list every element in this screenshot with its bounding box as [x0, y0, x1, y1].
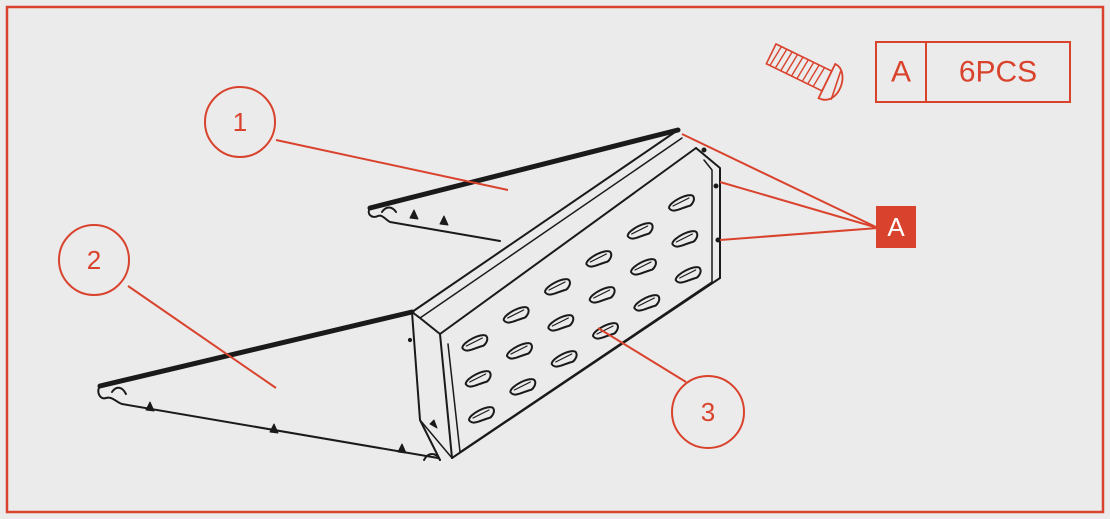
fastener-badge-label: A	[887, 212, 905, 242]
vent-slot-lip	[631, 225, 649, 235]
vent-slot-lip	[675, 233, 693, 243]
diagram-frame	[5, 5, 1105, 514]
vent-slot	[588, 286, 616, 304]
vent-slot-lip	[551, 317, 569, 327]
vent-slot-lip	[513, 381, 531, 391]
vent-slot-lip	[472, 409, 490, 419]
part-2-tray	[97, 309, 441, 461]
vent-slot-lip	[555, 353, 573, 363]
vent-slot-lip	[589, 253, 607, 263]
callout-1: 1	[204, 86, 276, 158]
vent-slot	[467, 406, 495, 424]
vent-slot-lip	[469, 373, 487, 383]
vent-slot-lip	[465, 337, 483, 347]
part-1-tray	[367, 127, 681, 242]
vent-slot	[667, 194, 695, 212]
vent-slot-lip	[510, 345, 528, 355]
fastener-badge: A	[876, 206, 916, 248]
vent-slot-lip	[548, 281, 566, 291]
vent-slot	[671, 230, 699, 248]
parts-legend-box: A 6PCS	[875, 41, 1071, 103]
vent-slot-lip	[634, 261, 652, 271]
vent-slot	[674, 266, 702, 284]
vent-slot	[509, 378, 537, 396]
vent-slot	[591, 322, 619, 340]
vent-slot	[626, 222, 654, 240]
vent-slots	[461, 194, 702, 424]
vent-slot-lip	[672, 197, 690, 207]
vent-slot	[550, 350, 578, 368]
vent-slot	[629, 258, 657, 276]
vent-slot	[502, 306, 530, 324]
vent-slot	[461, 334, 489, 352]
callout-3: 3	[671, 375, 745, 449]
legend-part-letter: A	[891, 56, 911, 89]
vent-slot	[633, 294, 661, 312]
vent-slot	[543, 278, 571, 296]
vent-slot	[585, 250, 613, 268]
screw-icon	[765, 42, 844, 101]
callout-3-label: 3	[701, 397, 715, 427]
leader-lines	[127, 133, 879, 389]
vent-slot-lip	[637, 297, 655, 307]
callout-2-label: 2	[87, 245, 101, 275]
callout-1-label: 1	[233, 107, 247, 137]
vent-slot	[464, 370, 492, 388]
vent-slot-lip	[679, 269, 697, 279]
legend-quantity: 6PCS	[959, 56, 1037, 89]
vent-slot-lip	[507, 309, 525, 319]
part-3-vent-panel	[407, 129, 721, 461]
callout-2: 2	[58, 224, 130, 296]
vent-slot	[547, 314, 575, 332]
vent-slot-lip	[593, 289, 611, 299]
vent-slot-lip	[596, 325, 614, 335]
vent-slot	[505, 342, 533, 360]
